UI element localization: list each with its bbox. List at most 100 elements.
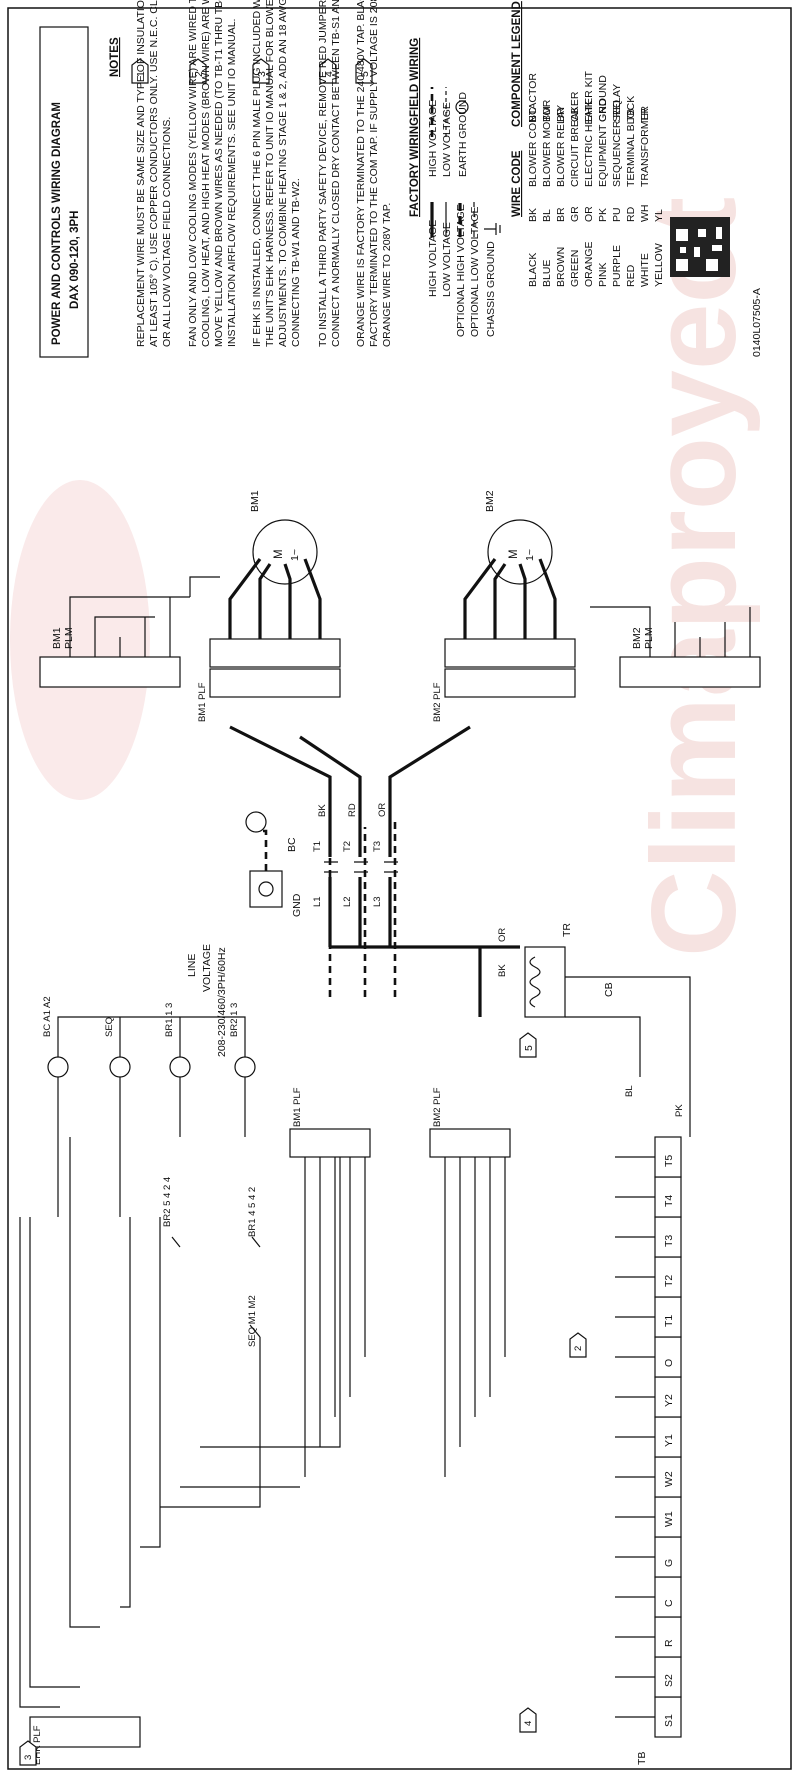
circuit-breaker-tag: CB	[603, 982, 615, 997]
diagram-border	[7, 7, 792, 1770]
motor-speed-tap-wires	[304, 1157, 506, 1477]
bm2-plm-connector	[619, 656, 761, 688]
component-legend-name: EQUIPMENT GROUND	[597, 75, 609, 187]
note-5: 5 ORANGE WIRE IS FACTORY TERMINATED TO T…	[355, 0, 393, 347]
watermark: Climaproyect	[627, 197, 761, 957]
watermark-text: Climaproyect	[627, 197, 761, 957]
note-2-line-1: FAN ONLY AND LOW COOLING MODES (YELLOW W…	[187, 0, 199, 347]
contactor-l2: L2	[342, 896, 353, 907]
wire-code-color: RED	[625, 264, 637, 287]
component-legend-name: ELECTRIC HEATER KIT	[583, 71, 595, 187]
wire-code-legend: WIRE CODE BKBLACKBLBLUEBRBROWNGRGREENORO…	[511, 150, 665, 287]
control-section: BC A1 A2 SEQ BR1 1 3 BR2 1 3 BM1 PLF BM2…	[19, 996, 682, 1766]
bm1-plm-power-connector	[209, 638, 341, 668]
transformer-coil-icon	[529, 956, 541, 1008]
bm2-plf-connector	[444, 668, 576, 698]
component-legend-name: TERMINAL BLOCK	[625, 96, 637, 187]
transformer-tr	[524, 946, 566, 1018]
blower-motor-bm2: M 1~ BM2 BM2 PLF BM2 PLM	[432, 490, 761, 722]
contactor-tag: BC	[286, 837, 298, 852]
tb-terminal-label: Y2	[663, 1394, 675, 1407]
component-legend-code: SEQ	[611, 100, 623, 122]
tb-terminal-label: T3	[663, 1235, 675, 1247]
wire-code-abbrev: YL	[653, 209, 665, 222]
component-legend-name: BLOWER MOTOR	[541, 99, 553, 187]
bm2-motor-leads	[463, 558, 557, 639]
bm1-plm-label: BM1	[51, 627, 63, 649]
field-high-voltage-label: HIGH VOLTAGE	[427, 100, 439, 177]
br2-contact-label: BR2 5 4 2 4	[162, 1177, 173, 1227]
note-3-line-4: CONNECTING TB-W1 AND TB-W2.	[290, 178, 302, 347]
coil-feed-wires	[57, 1077, 246, 1217]
note-3-callout-number: 3	[23, 1755, 34, 1760]
title-box	[39, 26, 89, 358]
wire-code-abbrev: BK	[527, 208, 539, 222]
br1-contact-label: BR1 4 5 4 2	[247, 1187, 258, 1237]
factory-optional-low-voltage-label: OPTIONAL LOW VOLTAGE	[469, 207, 481, 338]
note-4-callout-number: 4	[523, 1721, 534, 1726]
line-voltage-label-2: VOLTAGE	[201, 944, 213, 992]
note-3-line-1: IF EHK IS INSTALLED, CONNECT THE 6 PIN M…	[251, 0, 263, 347]
coil-common-bl	[57, 1016, 246, 1057]
wire-code-rows: BKBLACKBLBLUEBRBROWNGRGREENORORANGEPKPIN…	[527, 205, 665, 288]
note-1-line-3: OR ALL LOW VOLTAGE FIELD CONNECTIONS.	[161, 117, 173, 347]
bm2-plm-label: BM2	[631, 627, 643, 649]
contactor-contacts	[324, 861, 398, 873]
bm1-plf-signal-label: BM1 PLF	[292, 1087, 303, 1127]
component-legend-name: CIRCUIT BREAKER	[569, 91, 581, 187]
earth-ground-icon	[455, 100, 469, 114]
component-legend-code: TR	[639, 108, 651, 122]
factory-wiring-heading: FACTORY WIRING	[409, 117, 421, 217]
component-legend-code: BC	[527, 107, 539, 122]
component-legend-name: BLOWER RELAY	[555, 105, 567, 187]
bm2-plf-signal-label: BM2 PLF	[432, 1087, 443, 1127]
note-2-line-2: COOLING, LOW HEAT, AND HIGH HEAT MODES (…	[200, 0, 212, 347]
note-3-callout	[19, 1740, 37, 1766]
chassis-ground-icon	[484, 223, 501, 235]
qr-code-pattern	[676, 229, 718, 271]
tb-terminal-label: Y1	[663, 1434, 675, 1447]
contactor-line-side	[328, 877, 392, 947]
note-4-callout	[519, 1707, 537, 1733]
component-legend-code: TB	[625, 109, 637, 122]
wire-code-abbrev: BL	[541, 209, 553, 222]
watermark-logo-mark	[10, 480, 150, 800]
wire-code-abbrev: GR	[569, 206, 581, 222]
bm2-plm-sub: PLM	[643, 627, 655, 649]
contactor-l1: L1	[312, 896, 323, 907]
bc-coil-label: BC A1 A2	[42, 996, 53, 1037]
bm1-plf-connector	[209, 668, 341, 698]
contactor-load-side-wires	[229, 725, 471, 857]
bm1-motor-leads	[228, 558, 322, 639]
note-2-callout-number: 2	[573, 1346, 584, 1351]
diagram-subtitle: DAX 090-120, 3PH	[69, 211, 81, 309]
tr-bk-label: BK	[497, 964, 508, 977]
bm2-plf-signal-connector	[429, 1128, 511, 1158]
gnd-field-wire	[256, 829, 268, 871]
ehk-plf-label: EHK PLF	[32, 1725, 43, 1765]
wire-code-color: PINK	[597, 262, 609, 287]
field-earth-ground-label: EARTH GROUND	[457, 92, 469, 177]
component-legend-code: BR	[555, 107, 567, 122]
component-legend-name: BLOWER CONTACTOR	[527, 73, 539, 187]
br1-coil-icon	[169, 1056, 191, 1078]
wire-code-color: BROWN	[555, 247, 567, 287]
ehk-plf-connector	[29, 1716, 141, 1748]
note-4-number: 4	[323, 71, 335, 77]
br2-coil-label: BR2 1 3	[229, 1003, 240, 1037]
wire-code-color: GREEN	[569, 250, 581, 287]
factory-chassis-ground-label: CHASSIS GROUND	[485, 241, 497, 337]
note-4-line-1: TO INSTALL A THIRD PARTY SAFETY DEVICE, …	[317, 0, 329, 347]
tb-terminal-label: W1	[663, 1511, 675, 1527]
tb-terminal-label: S2	[663, 1674, 675, 1687]
tb-terminal-label: R	[663, 1639, 675, 1647]
note-3: 3 IF EHK IS INSTALLED, CONNECT THE 6 PIN…	[251, 0, 302, 347]
note-4: 4 TO INSTALL A THIRD PARTY SAFETY DEVICE…	[317, 0, 342, 347]
tb-terminal-label: O	[663, 1359, 675, 1367]
component-legend-name: SEQUENCER RELAY	[611, 84, 623, 187]
contactor-t2: T2	[342, 841, 353, 852]
note-5-line-2: FACTORY TERMINATED TO THE COM TAP. IF SU…	[368, 0, 380, 347]
